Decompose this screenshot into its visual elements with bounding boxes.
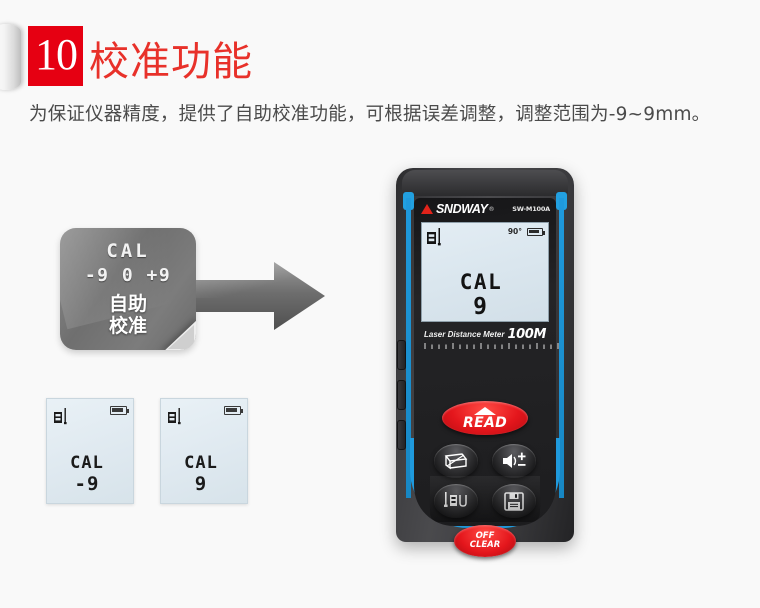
floppy-disk-icon <box>504 491 524 511</box>
off-clear-label-line2: CLEAR <box>469 540 501 550</box>
mini-cal-value: 9 <box>194 473 208 495</box>
memory-save-button[interactable] <box>492 484 536 518</box>
off-clear-label-line1: OFF <box>475 531 495 542</box>
triangle-up-icon <box>474 407 496 415</box>
side-button-2[interactable] <box>397 380 406 410</box>
mini-cal-label: CAL <box>70 453 104 473</box>
area-volume-icon <box>444 453 468 470</box>
off-clear-button[interactable]: OFF CLEAR <box>454 525 516 557</box>
mini-display-calibration-minus: CAL -9 <box>46 398 134 504</box>
mini-cal-value: -9 <box>74 473 100 495</box>
read-button[interactable]: READ <box>442 401 528 435</box>
ruler-scale-icon <box>424 343 559 349</box>
battery-icon <box>224 406 244 415</box>
page-curl-corner-inner <box>168 325 194 349</box>
callout-cal-label: CAL <box>106 240 150 262</box>
page-header: 10 校准功能 <box>28 26 253 86</box>
device-base-shading <box>430 476 540 522</box>
accent-rail-left <box>406 198 411 498</box>
reference-unit-icon <box>444 492 467 507</box>
brand-logo-icon <box>421 204 433 214</box>
device-brand-bar: SNDWAY ® SW-M100A <box>414 198 556 220</box>
device-model: SW-M100A <box>512 205 550 213</box>
measuring-range-label: 100M <box>507 326 547 342</box>
accent-rail-right <box>559 198 564 498</box>
battery-icon <box>527 228 545 236</box>
arrow-right-icon <box>196 262 325 330</box>
side-button-3[interactable] <box>397 420 406 450</box>
battery-icon <box>110 406 130 415</box>
reference-unit-button[interactable] <box>434 484 478 518</box>
plus-minus-icon <box>503 452 526 468</box>
registered-mark: ® <box>488 205 495 213</box>
mini-display-calibration-plus: CAL 9 <box>160 398 248 504</box>
device-front-face: SNDWAY ® SW-M100A 90° CAL 9 Laser Distan… <box>414 198 559 557</box>
angle-indicator: 90° <box>507 227 522 236</box>
reference-point-icon <box>427 228 441 246</box>
mini-cal-label: CAL <box>184 453 218 473</box>
area-volume-button[interactable] <box>434 444 478 478</box>
device-lcd-screen: 90° CAL 9 <box>421 222 549 322</box>
device-top-cap <box>402 170 568 196</box>
page-subtitle: 为保证仪器精度，提供了自助校准功能，可根据误差调整，调整范围为-9~9mm。 <box>29 104 711 125</box>
header-title-row: 10 校准功能 <box>28 26 253 86</box>
side-button-1[interactable] <box>397 340 406 370</box>
laser-distance-meter-device: SNDWAY ® SW-M100A 90° CAL 9 Laser Distan… <box>396 168 574 557</box>
product-type-label: Laser Distance Meter <box>424 329 505 339</box>
callout-caption: 自助 校准 <box>60 293 196 338</box>
callout-caption-line1: 自助 <box>108 293 147 315</box>
callout-caption-line2: 校准 <box>108 314 147 337</box>
read-button-label: READ <box>463 415 507 431</box>
reference-point-icon <box>168 408 181 425</box>
lcd-cal-value: 9 <box>473 294 487 320</box>
lcd-cal-label: CAL <box>459 270 503 294</box>
section-number-badge: 10 <box>28 26 83 86</box>
device-label-strip: Laser Distance Meter 100M <box>421 326 549 342</box>
calibration-callout-card: CAL -9 0 +9 自助 校准 <box>60 228 196 350</box>
callout-range-text: -9 0 +9 <box>84 265 172 286</box>
page-title: 校准功能 <box>89 39 253 85</box>
page-curl-roll-icon <box>0 24 21 90</box>
flow-arrow <box>196 258 326 338</box>
brand-name: SNDWAY <box>436 202 488 216</box>
reference-point-icon <box>54 408 67 425</box>
add-subtract-button[interactable] <box>492 444 536 478</box>
